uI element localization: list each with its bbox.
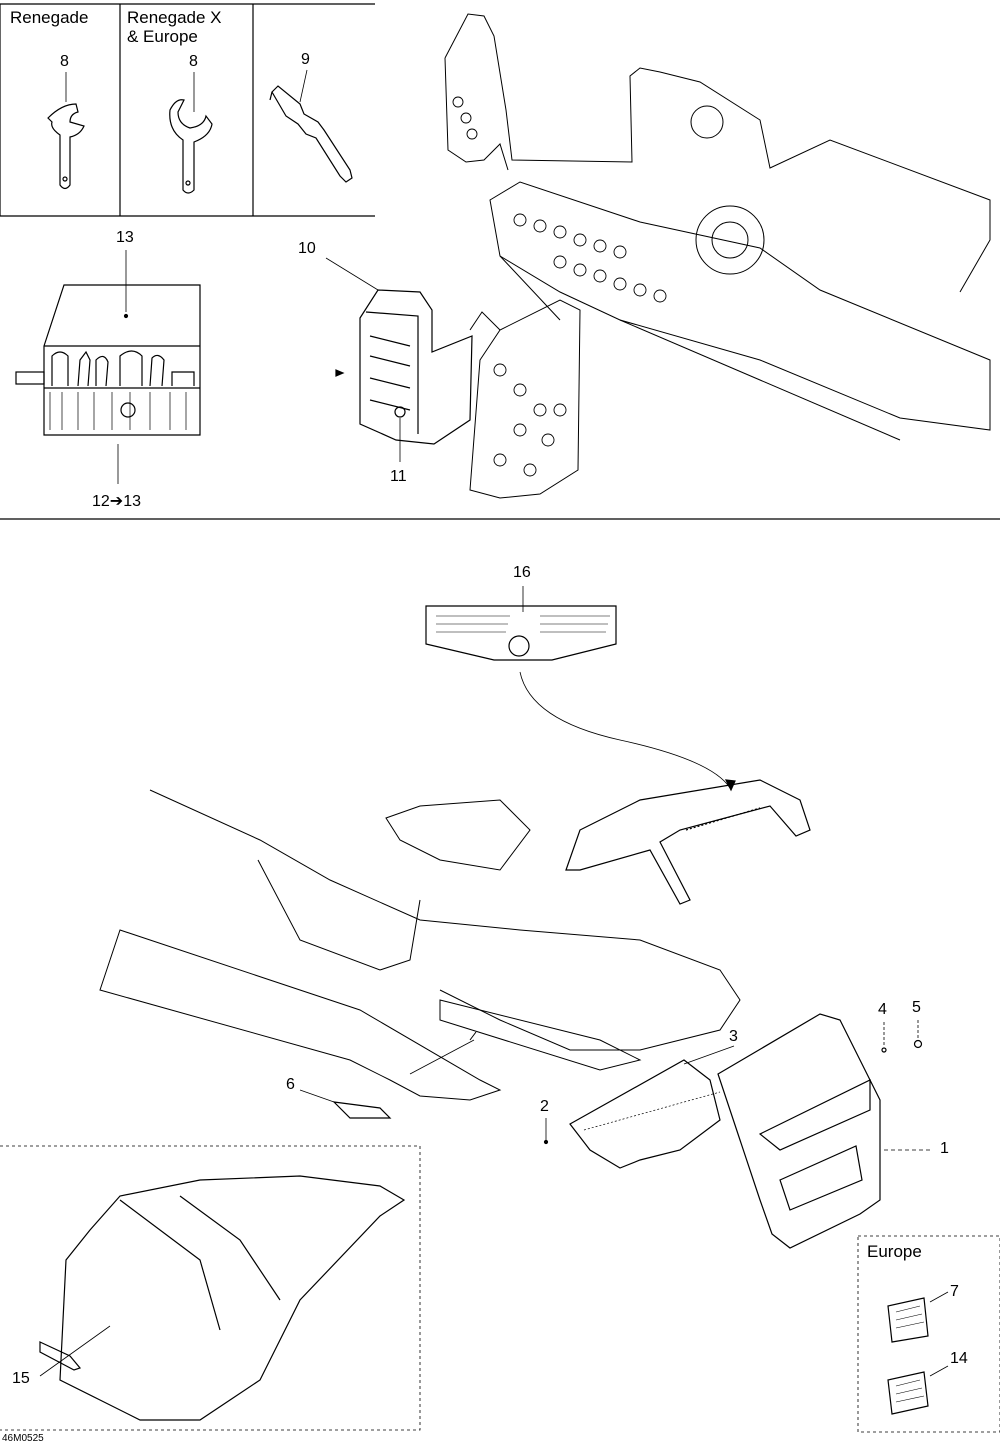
callout-13: 13 <box>116 229 134 246</box>
callout-5: 5 <box>912 999 921 1016</box>
callout-2: 2 <box>540 1098 549 1115</box>
nut-and-washer <box>881 1020 923 1053</box>
frame-assembly <box>444 13 991 499</box>
mud-flap-plate <box>569 1045 735 1169</box>
frame-holes <box>452 96 667 477</box>
callout-11: 11 <box>390 468 407 485</box>
warning-label <box>425 586 736 792</box>
callout-9: 9 <box>301 51 310 68</box>
callout-1: 1 <box>940 1140 949 1157</box>
rear-bumper <box>565 779 811 905</box>
europe-frame <box>857 1235 1000 1433</box>
callout-15: 15 <box>12 1370 30 1387</box>
wrench-icon <box>47 72 85 190</box>
tunnel <box>99 789 741 1101</box>
drawing-code: 46M0525 <box>2 1433 44 1444</box>
callout-12-13: 12➔13 <box>92 493 141 510</box>
tool-kit <box>15 250 201 484</box>
callout-8: 8 <box>189 53 198 70</box>
callout-10: 10 <box>298 240 316 257</box>
fastener <box>543 1118 549 1145</box>
callout-7: 7 <box>950 1283 959 1300</box>
electrical-module <box>325 257 473 462</box>
box-label-renegade: Renegade <box>10 8 89 27</box>
bracket-part <box>299 1039 475 1119</box>
callout-4: 4 <box>878 1001 887 1018</box>
callout-6: 6 <box>286 1076 295 1093</box>
tool-frames <box>0 3 375 217</box>
callout-8: 8 <box>60 53 69 70</box>
box-label-europe-variant: & Europe <box>127 27 198 46</box>
wrench-icon <box>169 72 213 194</box>
tool-icon <box>269 69 353 183</box>
callout-3: 3 <box>729 1028 738 1045</box>
callout-14: 14 <box>950 1350 968 1367</box>
box-label-renegade-x: Renegade X <box>127 8 222 27</box>
box-label-europe: Europe <box>867 1242 922 1261</box>
inset-frame <box>0 1145 421 1431</box>
callout-16: 16 <box>513 564 531 581</box>
mud-flap <box>717 1013 930 1249</box>
